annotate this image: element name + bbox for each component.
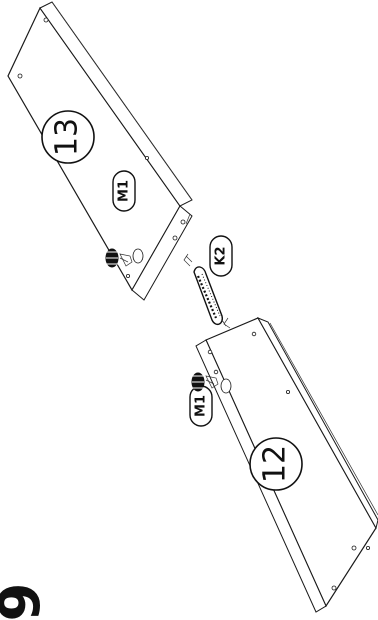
panel-12-number: 12	[258, 445, 293, 483]
panel-13-number: 13	[50, 118, 85, 156]
callout-13: 13	[41, 110, 95, 164]
tag-k2-label: K2	[214, 246, 229, 265]
tag-m1-lower-label: M1	[194, 395, 209, 417]
tag-k2: K2	[209, 235, 233, 277]
tag-m1-lower: M1	[189, 385, 213, 427]
page-number-fragment: 9	[0, 583, 53, 620]
callout-12: 12	[249, 437, 303, 491]
tag-m1-upper-label: M1	[117, 180, 132, 202]
cam-fitting-lower	[191, 372, 232, 394]
connector-k2	[183, 253, 231, 329]
panel-13	[7, 1, 193, 301]
cam-fitting-upper	[105, 248, 144, 268]
tag-m1-upper: M1	[112, 170, 136, 212]
